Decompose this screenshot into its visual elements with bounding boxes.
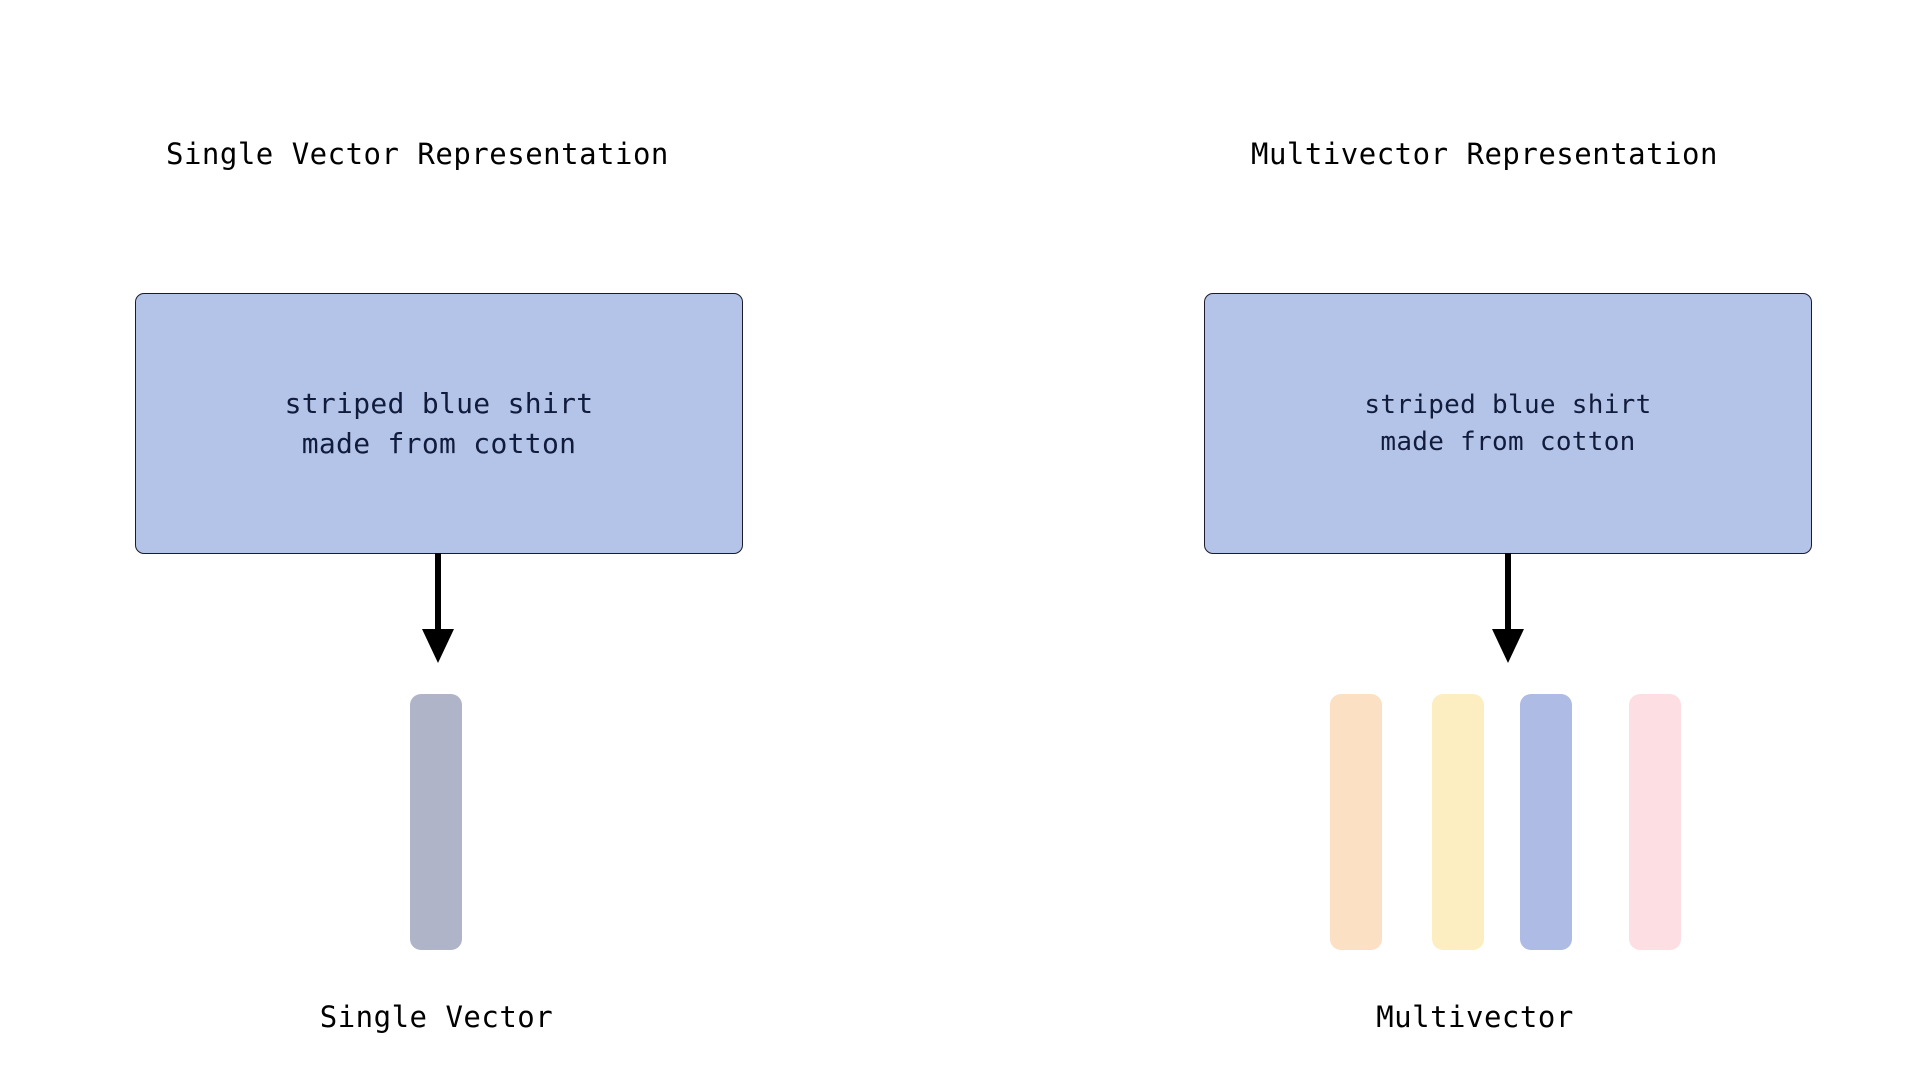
multivector-bar-1: [1330, 694, 1382, 950]
single-vector-document-text: striped blue shirt made from cotton: [284, 386, 594, 460]
multivector-bar-2: [1432, 694, 1484, 950]
multivector-caption: Multivector: [1376, 1000, 1574, 1034]
multivector-panel-title: Multivector Representation: [1251, 137, 1718, 171]
single-vector-document-box: striped blue shirt made from cotton: [135, 293, 743, 554]
single-vector-bar: [410, 694, 462, 950]
single-vector-caption: Single Vector: [319, 1000, 554, 1034]
multivector-bar-4: [1629, 694, 1681, 950]
multivector-document-box: striped blue shirt made from cotton: [1204, 293, 1812, 554]
multivector-bar-3: [1520, 694, 1572, 950]
single-vector-arrow-icon: [422, 553, 454, 663]
multivector-document-text: striped blue shirt made from cotton: [1364, 389, 1652, 457]
multivector-arrow-icon: [1492, 553, 1524, 663]
single-vector-panel-title: Single Vector Representation: [166, 137, 669, 171]
